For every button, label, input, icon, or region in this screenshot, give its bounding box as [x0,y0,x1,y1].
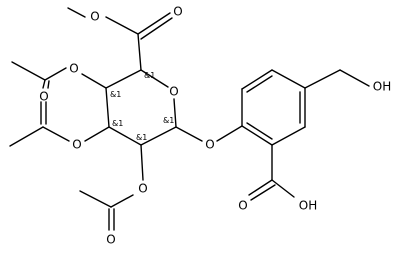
bond-acetyl-top-c-to-ch3 [11,61,46,81]
bond-ring-c2-c3 [241,69,273,90]
bond-methyl-to-ester-o [67,7,86,18]
bond-c4-to-acetyl-top-o [81,73,107,89]
bond-ring-c2-c3-inner [246,75,273,93]
bond-c1-to-glycosidic-o [175,126,203,142]
atom-o-ester-carbonyl: O [173,5,182,19]
bond-c4-to-c5 [105,69,142,89]
bond-c3-to-acetyl-mid-o [84,126,110,142]
atom-o-acetyl-mid-ether: O [72,138,81,152]
bond-ring-to-ch2 [304,69,341,89]
atom-o-acetyl-low-ether: O [138,182,147,196]
bond-acetyl-mid-c-to-ch3 [9,126,44,147]
atom-label-layer: O O O O O O O O O O O OH OH [39,5,391,247]
bond-c2-to-c3 [108,126,142,146]
bond-ch2-to-oh [339,69,370,87]
bond-acetyl-low-c-to-ch3 [79,190,112,208]
bond-ester-c-to-c5 [137,33,142,71]
bond-c2-to-acetyl-low-o [140,144,144,181]
bond-acetyl-top-double-b [47,80,50,89]
bond-acetyl-low-o-to-c [110,194,134,208]
atom-o-acid-carbonyl: O [238,199,247,213]
bond-acetyl-mid-o-to-c [42,126,70,142]
atom-o-acetyl-top-carbonyl: O [39,90,48,104]
bond-acetyl-top-double-a [42,79,46,89]
atom-o-ring: O [169,85,178,99]
bond-ester-carbonyl-double-a [137,12,171,35]
bond-acid-double-a [248,179,273,196]
bond-c5-to-ring-o [140,69,169,88]
atom-o-acetyl-top-ether: O [69,62,78,76]
bond-ring-c6-c1-inner [246,122,273,140]
bond-ester-o-to-carbonyl-c [105,16,139,35]
stereo-label-layer: &1 &1 &1 &1 &1 [110,71,174,142]
atom-o-ester-methoxy: O [90,10,99,24]
bond-ring-c3-c4 [271,69,306,89]
stereo-label-c1: &1 [163,116,174,125]
bond-ester-carbonyl-double-b [140,17,173,40]
bond-layer [9,7,370,231]
bond-acid-c-to-oh [271,179,295,198]
stereo-label-c2: &1 [136,133,147,142]
bond-glycosidic-o-to-aryl [216,125,243,142]
bond-ring-c5-c6 [271,126,306,146]
stereo-label-c3: &1 [112,119,123,128]
bond-ring-o-to-c1 [173,98,177,128]
atom-oh-acid: OH [299,199,317,213]
bond-acid-double-b [250,184,276,201]
bond-c3-to-c4 [105,87,110,128]
stereo-label-c5: &1 [144,71,155,80]
stereo-label-c4: &1 [110,90,121,99]
atom-o-glycoside: O [205,138,214,152]
bond-c1-to-c2 [140,126,177,146]
bond-acetyl-top-o-to-c [44,67,67,81]
atom-o-acetyl-low-carbonyl: O [106,233,115,247]
atom-oh-hydroxymethyl: OH [373,80,391,94]
bond-ring-c6-c1 [241,125,273,146]
